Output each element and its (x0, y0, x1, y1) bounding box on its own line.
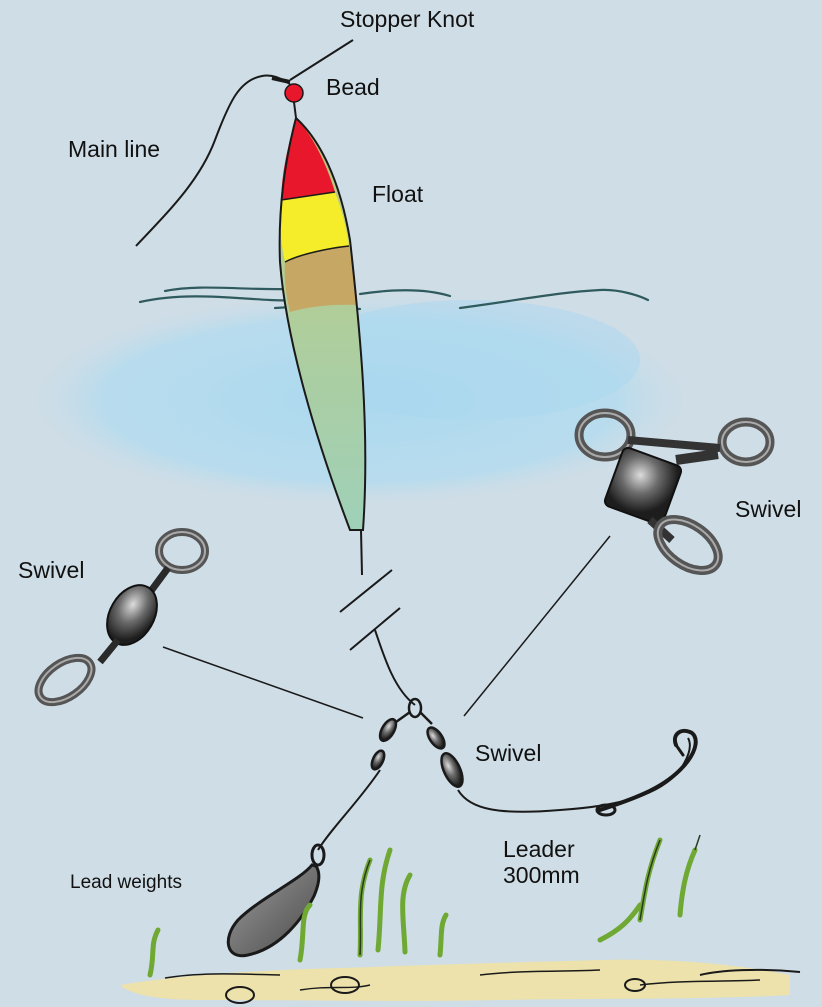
swivel-left-label: Swivel (18, 557, 84, 583)
swivel-right-label: Swivel (735, 496, 801, 522)
leader-label-line2: 300mm (503, 862, 580, 888)
pointer-lines (163, 536, 610, 718)
seabed-sand (120, 960, 800, 1003)
leader-label-line1: Leader (503, 836, 580, 862)
float-label: Float (372, 181, 423, 207)
weight-line (318, 770, 380, 850)
bead-label: Bead (326, 74, 380, 100)
bead (285, 84, 303, 102)
stopper-knot-label: Stopper Knot (340, 6, 474, 32)
lead-weights-label: Lead weights (70, 872, 182, 894)
swivel-center-label: Swivel (475, 740, 541, 766)
center-swivel (369, 699, 467, 790)
main-line-label: Main line (68, 136, 160, 162)
lead-weight (228, 845, 324, 956)
leader-label: Leader 300mm (503, 836, 580, 889)
seaweed (150, 840, 695, 975)
hook (597, 731, 696, 815)
line-below-float (340, 530, 415, 705)
